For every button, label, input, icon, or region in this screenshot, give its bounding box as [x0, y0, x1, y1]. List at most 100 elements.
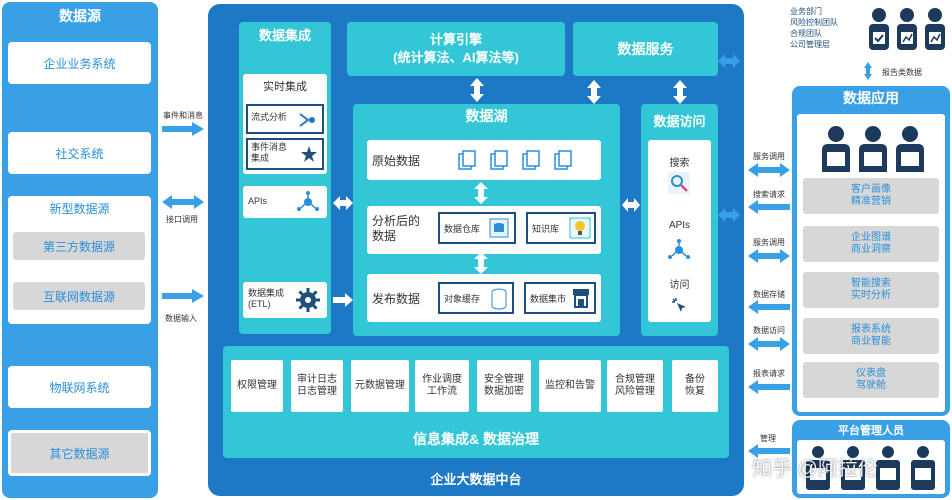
source-internet[interactable]: 互联网数据源: [13, 282, 145, 310]
label-data-storage: 数据存储: [753, 290, 785, 299]
gov-audit-log[interactable]: 审计日志 日志管理: [291, 360, 343, 412]
arrow-service-access: [673, 80, 687, 104]
watermark: 知乎 @阿拉伦: [752, 458, 878, 480]
label-manage: 管理: [760, 434, 776, 443]
data-access-title: 数据访问: [653, 113, 706, 129]
platform-title: 企业大数据中台: [430, 471, 522, 487]
gov-metadata[interactable]: 元数据管理: [351, 360, 409, 412]
integration-apis-label: APIs: [248, 196, 268, 206]
gov-workflow[interactable]: 作业调度 工作流: [415, 360, 469, 412]
warehouse-box[interactable]: 数据仓库: [438, 212, 516, 244]
network-icon: [295, 190, 321, 219]
app-enterprise-graph[interactable]: 企业图谱 商业洞察: [803, 226, 939, 262]
magnifier-icon: [668, 172, 690, 199]
analyzed-data-label: 分析后的 数据: [372, 214, 421, 243]
object-cache-label: 对象缓存: [444, 294, 481, 304]
source-third-party[interactable]: 第三方数据源: [13, 232, 145, 260]
documents-icon: [457, 150, 577, 177]
new-source-title: 新型数据源: [49, 201, 110, 216]
gov-backup[interactable]: 备份 恢复: [672, 360, 718, 412]
source-other[interactable]: 其它数据源: [8, 430, 151, 476]
arrow-raw-analyzed: [474, 182, 488, 204]
access-search-label[interactable]: 搜索: [669, 157, 690, 169]
arrow-service-lake: [587, 80, 601, 104]
database-icon: [488, 217, 510, 244]
gov-security[interactable]: 安全管理 数据加密: [477, 360, 531, 412]
departments-people-icon: [866, 6, 948, 57]
app-smart-search[interactable]: 智能搜索 实时分析: [803, 272, 939, 308]
label-data-input: 数据输入: [165, 314, 197, 323]
arrow-platform-right-top: [718, 54, 740, 68]
source-social-system[interactable]: 社交系统: [8, 132, 151, 174]
data-mart-label: 数据集市: [530, 294, 567, 304]
app-users-icon: [818, 124, 928, 181]
cylinder-icon: [490, 288, 508, 315]
event-message-box[interactable]: 事件消息 集成: [246, 138, 324, 170]
arrow-service-call-1: [748, 163, 790, 177]
label-events: 事件和消息: [163, 111, 203, 120]
arrow-report-data: [864, 62, 872, 80]
arrow-right-events: [162, 122, 204, 136]
etl-box[interactable]: 数据集成 (ETL): [243, 282, 327, 318]
stream-analysis-label: 流式分析: [251, 112, 288, 122]
data-app-title: 数据应用: [843, 90, 899, 106]
label-report-data: 报告类数据: [882, 68, 922, 77]
cursor-click-icon: [670, 296, 688, 319]
data-source-title: 数据源: [59, 8, 101, 24]
gear-icon: [295, 287, 321, 318]
warehouse-label: 数据仓库: [444, 224, 481, 234]
arrow-integration-lake: [333, 196, 353, 210]
arrow-etl-lake: [333, 293, 353, 307]
label-service-call-1: 服务调用: [753, 152, 785, 161]
arrow-manage: [748, 444, 790, 458]
compute-engine-box[interactable]: 计算引擎 (统计算法、AI算法等): [347, 22, 565, 76]
knowledge-box[interactable]: 知识库: [526, 212, 596, 244]
data-service-box[interactable]: 数据服务: [573, 22, 718, 76]
data-access-inner: [648, 140, 711, 322]
published-data-label: 发布数据: [372, 292, 421, 306]
label-report-request: 报表请求: [753, 369, 785, 378]
gov-compliance[interactable]: 合规管理 风险管理: [607, 360, 663, 412]
app-dashboard[interactable]: 仪表盘 驾驶舱: [803, 362, 939, 398]
source-enterprise-system[interactable]: 企业业务系统: [8, 42, 151, 84]
source-iot-system[interactable]: 物联网系统: [8, 366, 151, 408]
lightbulb-icon: [569, 217, 591, 244]
object-cache-box[interactable]: 对象缓存: [438, 282, 514, 314]
integration-apis-box[interactable]: APIs: [243, 186, 327, 218]
arrow-data-access: [748, 337, 790, 351]
arrow-compute-lake: [470, 78, 484, 102]
access-visit-label[interactable]: 访问: [669, 279, 690, 291]
raw-data-label: 原始数据: [372, 154, 421, 168]
governance-title: 信息集成& 数据治理: [413, 431, 539, 447]
stream-analysis-icon: [298, 112, 318, 133]
stream-analysis-box[interactable]: 流式分析: [246, 104, 324, 134]
label-data-access: 数据访问: [753, 326, 785, 335]
arrow-right-input: [162, 289, 204, 303]
arrow-search-request: [748, 200, 790, 214]
data-lake-title: 数据湖: [465, 108, 508, 124]
arrow-analyzed-published: [474, 252, 488, 274]
access-apis-label[interactable]: APIs: [668, 219, 691, 231]
arrow-data-storage: [748, 300, 790, 314]
label-service-call-2: 服务调用: [753, 238, 785, 247]
arrow-report-request: [748, 380, 790, 394]
data-mart-box[interactable]: 数据集市: [524, 282, 596, 314]
arrow-lake-access: [622, 198, 640, 212]
arrow-both-api: [162, 195, 204, 209]
etl-label: 数据集成 (ETL): [248, 288, 285, 309]
gov-monitoring[interactable]: 监控和告警: [539, 360, 601, 412]
arrow-platform-right-mid: [718, 208, 740, 222]
admin-users-icon: [800, 444, 942, 497]
integration-title: 数据集成: [258, 27, 311, 43]
event-message-label: 事件消息 集成: [251, 142, 288, 163]
app-customer-profile[interactable]: 客户画像 精准营销: [803, 178, 939, 214]
access-network-icon: [666, 238, 692, 267]
gov-permission[interactable]: 权限管理: [231, 360, 283, 412]
raw-data-box[interactable]: 原始数据: [367, 140, 601, 180]
label-api-call: 接口调用: [166, 215, 198, 224]
app-report-system[interactable]: 报表系统 商业智能: [803, 318, 939, 354]
label-search-request: 搜索请求: [753, 190, 785, 199]
departments-text: 业务部门 风险控制团队 合规团队 公司管理层: [790, 7, 838, 49]
event-stars-icon: [299, 145, 319, 168]
arrow-service-call-2: [748, 249, 790, 263]
